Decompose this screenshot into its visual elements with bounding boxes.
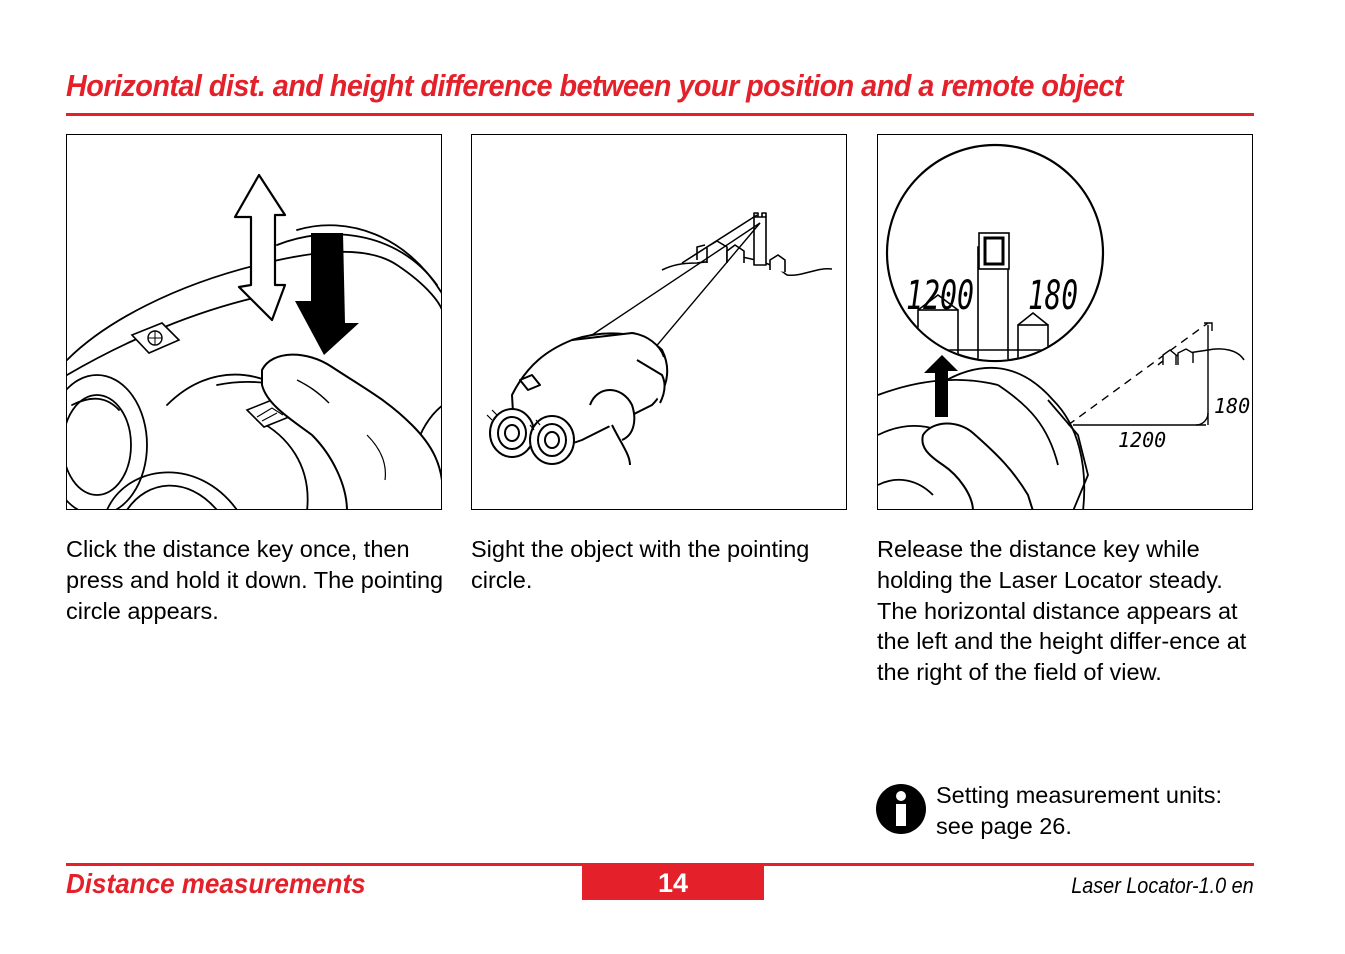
display-horizontal-distance: 1200 <box>906 273 974 319</box>
pointing-circle-icon <box>978 232 1010 270</box>
top-rule <box>66 113 1254 116</box>
footer-product: Laser Locator-1.0 en <box>1071 873 1254 898</box>
page-number: 14 <box>582 866 764 900</box>
caption-step-1: Click the distance key once, then press … <box>66 536 444 624</box>
viewfinder-circle-icon <box>885 143 1105 363</box>
release-arrow-icon <box>924 355 958 417</box>
display-height-difference: 180 <box>1028 273 1078 319</box>
bottom-rule <box>66 863 1254 866</box>
castle-on-hill-icon <box>661 212 833 277</box>
info-icon <box>876 784 926 834</box>
caption-step-3-line-1: Release the distance key while holding t… <box>877 536 1223 593</box>
finger-icon <box>921 422 1034 509</box>
binoculars-icon <box>489 332 669 466</box>
caption-step-3: Release the distance key while holding t… <box>877 534 1257 688</box>
diagram-height-label: 180 <box>1214 394 1250 418</box>
up-down-arrow-icon <box>233 173 287 322</box>
illustration-press-key <box>66 134 442 510</box>
compass-key-icon <box>130 322 181 354</box>
footer-section: Distance measurements <box>66 868 366 899</box>
press-down-arrow-icon <box>295 233 359 355</box>
caption-step-3-line-2: The horizontal distance appears at the l… <box>877 597 1247 686</box>
caption-step-2: Sight the object with the pointing circl… <box>471 536 810 593</box>
illustration-readout: 1200 180 1200 180 <box>877 134 1253 510</box>
info-note: Setting measurement units: see page 26. <box>936 782 1223 839</box>
page-title: Horizontal dist. and height difference b… <box>66 68 1123 103</box>
finger-icon <box>261 353 441 509</box>
illustration-sight-object <box>471 134 847 510</box>
distance-diagram <box>1067 322 1245 426</box>
diagram-distance-label: 1200 <box>1118 428 1166 452</box>
